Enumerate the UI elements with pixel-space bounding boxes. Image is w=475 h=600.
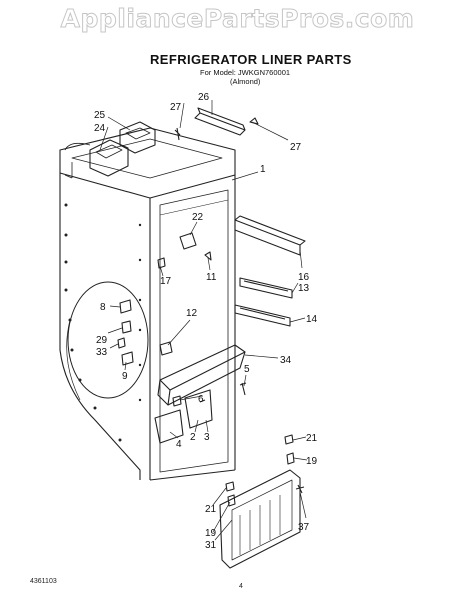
label-31: 31	[205, 540, 217, 551]
label-9: 9	[122, 371, 128, 382]
label-12: 12	[186, 308, 198, 319]
shelf-support-14	[234, 304, 291, 327]
label-8: 8	[100, 302, 106, 313]
label-25: 25	[94, 110, 106, 121]
label-6: 6	[198, 394, 204, 405]
label-26: 26	[198, 92, 210, 103]
screw-5	[239, 382, 247, 396]
diagram-title: REFRIGERATOR LINER PARTS	[150, 52, 352, 67]
label-4: 4	[176, 439, 182, 450]
screw-37	[295, 484, 305, 494]
label-24: 24	[94, 123, 106, 134]
label-22: 22	[192, 212, 204, 223]
clip-17	[157, 257, 166, 269]
bracket-2-3	[184, 389, 213, 429]
label-14: 14	[306, 314, 318, 325]
label-21-top: 21	[306, 433, 318, 444]
label-19-bottom: 19	[205, 528, 217, 539]
part-4	[154, 409, 184, 444]
label-19-top: 19	[306, 456, 318, 467]
control-housing	[89, 121, 156, 177]
part-33	[117, 337, 126, 349]
label-29: 29	[96, 335, 108, 346]
part-9	[121, 351, 134, 366]
part-29	[121, 320, 132, 334]
model-line: For Model: JWKGN760001	[200, 68, 291, 77]
label-27-right: 27	[290, 142, 302, 153]
screw-11	[204, 251, 212, 261]
shelf-support-13	[239, 277, 293, 299]
crisper-cover	[219, 469, 301, 569]
label-13: 13	[298, 283, 310, 294]
shelf-support-16	[234, 215, 306, 256]
screw-27-left	[174, 127, 181, 141]
clip-19-top	[286, 452, 295, 465]
part-8	[119, 299, 132, 314]
part-6	[172, 395, 182, 407]
page-number: 4	[239, 583, 243, 590]
clip-19-bottom	[227, 494, 236, 507]
color-line: (Almond)	[230, 77, 261, 86]
label-27-top: 27	[170, 102, 182, 113]
label-33: 33	[96, 347, 108, 358]
label-16: 16	[298, 272, 310, 283]
label-1: 1	[260, 164, 266, 175]
bracket-22	[179, 232, 197, 250]
rail-34	[157, 344, 246, 406]
label-11: 11	[206, 272, 217, 283]
clip-21-top	[284, 434, 294, 445]
clip-21-bottom	[225, 481, 235, 492]
liner-cabinet	[59, 127, 236, 481]
label-5: 5	[244, 364, 250, 375]
top-bracket	[194, 107, 246, 136]
label-2: 2	[190, 432, 196, 443]
label-3: 3	[204, 432, 210, 443]
part-12	[159, 341, 173, 356]
label-34: 34	[280, 355, 292, 366]
doc-number: 4361103	[30, 578, 57, 585]
label-17: 17	[160, 276, 172, 287]
label-21-bottom: 21	[205, 504, 217, 515]
watermark: AppliancePartsPros.com	[60, 4, 415, 34]
label-37: 37	[298, 522, 310, 533]
